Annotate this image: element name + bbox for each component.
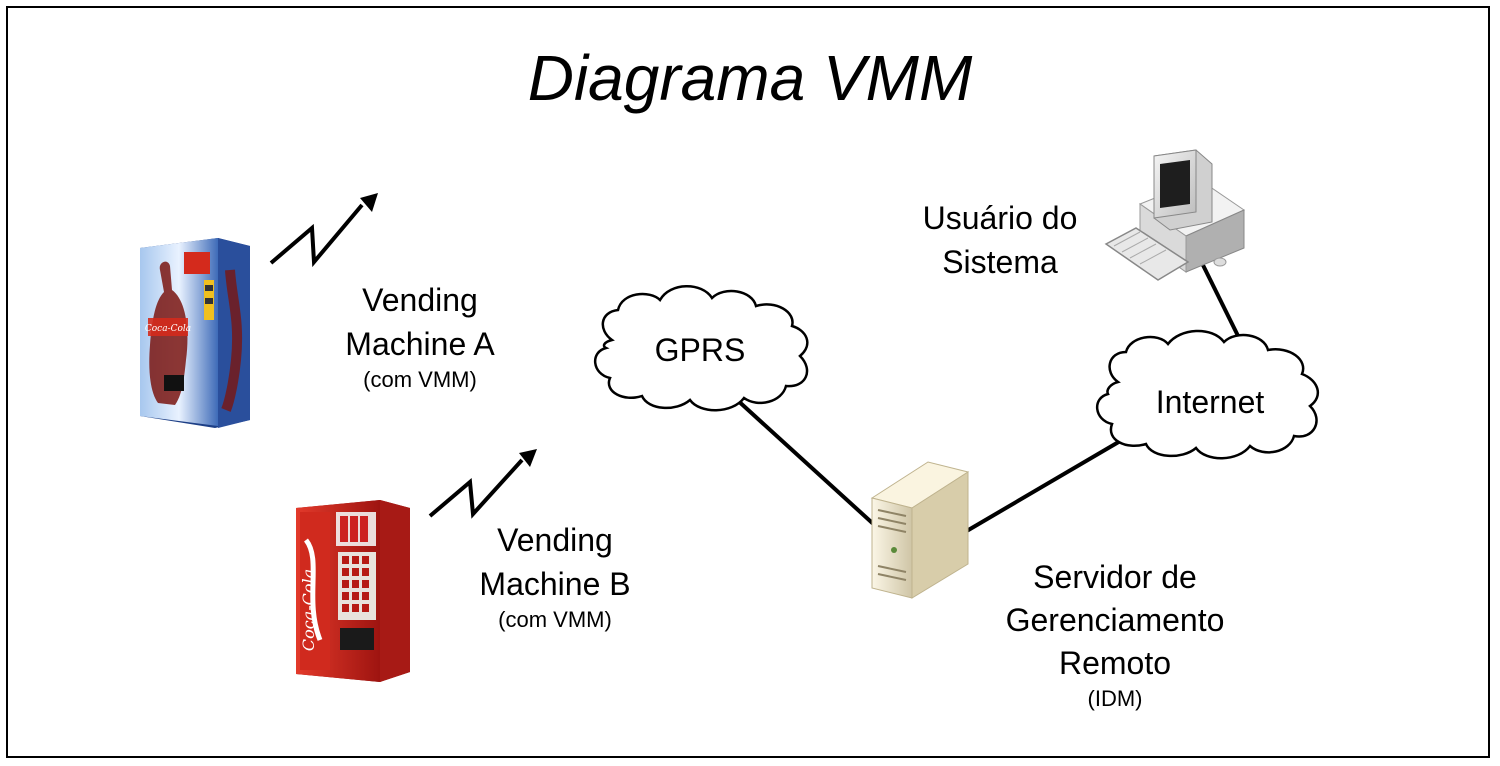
coca-cola-logo-a: Coca-Cola: [145, 324, 191, 334]
gprs-text: GPRS: [654, 332, 746, 368]
wireless-arrow-icon-b: [428, 449, 537, 519]
computer-icon: [1104, 149, 1246, 281]
server-sub: (IDM): [1087, 686, 1143, 711]
vending-machine-a-label: Vending Machine A (com VMM): [320, 278, 520, 394]
server-line2: Gerenciamento: [1005, 602, 1225, 638]
internet-label: Internet: [1130, 380, 1290, 424]
vending-b-line1: Vending: [497, 522, 613, 558]
diagram-frame: [6, 6, 1490, 758]
vending-machine-a-icon: Coca-Cola: [140, 238, 250, 428]
internet-text: Internet: [1155, 384, 1265, 420]
user-line1: Usuário do: [922, 200, 1078, 236]
vending-a-sub: (com VMM): [363, 367, 477, 392]
link-server-internet: [963, 438, 1124, 534]
wireless-arrow-icon-a: [269, 193, 378, 268]
user-label: Usuário do Sistema: [900, 196, 1100, 284]
gprs-cloud-icon: [594, 285, 809, 412]
user-line2: Sistema: [942, 244, 1058, 280]
vending-machine-b-label: Vending Machine B (com VMM): [455, 518, 655, 634]
diagram-title: Diagrama VMM: [527, 42, 973, 114]
vending-b-line2: Machine B: [479, 566, 631, 602]
vending-machine-b-icon: Coca-Cola: [296, 500, 410, 682]
internet-cloud-icon: [1096, 329, 1320, 460]
server-line1: Servidor de: [1033, 559, 1197, 595]
link-gprs-server: [733, 396, 882, 532]
gprs-label: GPRS: [620, 328, 780, 372]
vending-a-line2: Machine A: [345, 326, 495, 362]
server-line3: Remoto: [1058, 645, 1172, 681]
link-internet-user: [1196, 254, 1247, 351]
server-icon: [870, 461, 970, 599]
vending-b-sub: (com VMM): [498, 607, 612, 632]
coca-cola-logo-b: Coca-Cola: [299, 569, 318, 651]
server-label: Servidor de Gerenciamento Remoto (IDM): [985, 556, 1245, 713]
vending-a-line1: Vending: [362, 282, 478, 318]
